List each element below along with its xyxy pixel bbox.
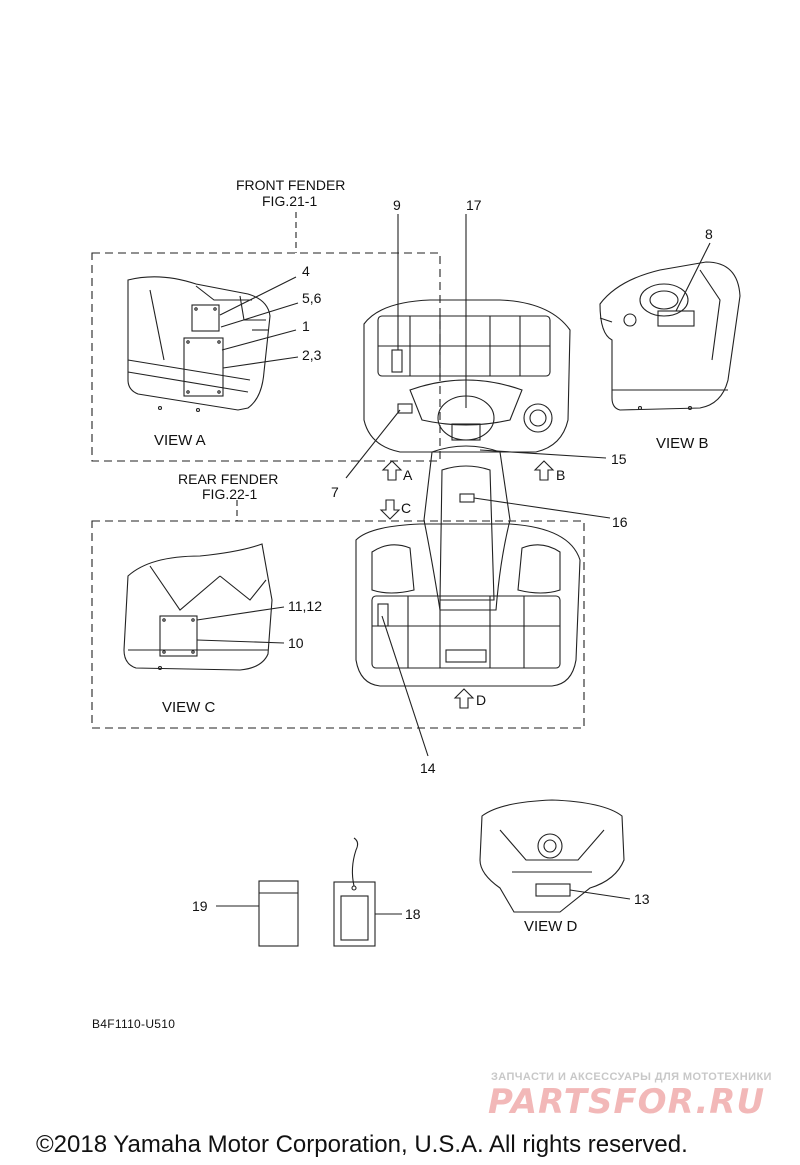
callout-14[interactable]: 14 xyxy=(420,760,436,776)
arrow-d-letter: D xyxy=(476,692,487,708)
arrow-b-letter: B xyxy=(556,467,566,483)
callout-4[interactable]: 4 xyxy=(302,263,310,279)
callout-10[interactable]: 10 xyxy=(288,635,304,651)
view-c-fender xyxy=(123,543,273,671)
rear-fender-fig-link[interactable]: FIG.22-1 xyxy=(202,486,258,502)
callout-5-6[interactable]: 5,6 xyxy=(302,290,322,306)
diagram-code: B4F1110-U510 xyxy=(92,1017,176,1031)
callout-9[interactable]: 9 xyxy=(393,197,401,213)
front-fender-title: FRONT FENDER xyxy=(236,177,346,193)
arrow-a-icon xyxy=(381,460,403,481)
arrow-b-icon xyxy=(533,460,555,481)
rear-fender-title: REAR FENDER xyxy=(178,471,279,487)
part-18-tag xyxy=(333,837,376,947)
callout-2-3[interactable]: 2,3 xyxy=(302,347,322,363)
arrow-d-icon xyxy=(453,688,475,709)
arrow-c-letter: C xyxy=(401,500,412,516)
callout-19[interactable]: 19 xyxy=(192,898,208,914)
watermark-brand: PARTSFOR.RU xyxy=(488,1082,766,1122)
callout-8[interactable]: 8 xyxy=(705,226,713,242)
arrow-a-letter: A xyxy=(403,467,413,483)
view-b-label: VIEW B xyxy=(656,435,709,452)
atv-front-body xyxy=(363,299,571,453)
view-c-label: VIEW C xyxy=(162,699,216,716)
part-19-label-sheet xyxy=(258,880,299,947)
view-c-frame xyxy=(91,520,585,729)
view-d-label: VIEW D xyxy=(524,918,578,935)
callout-1[interactable]: 1 xyxy=(302,318,310,334)
view-a-fender xyxy=(127,276,271,413)
callout-11-12[interactable]: 11,12 xyxy=(288,598,322,614)
callout-7[interactable]: 7 xyxy=(331,484,339,500)
callout-18[interactable]: 18 xyxy=(405,906,421,922)
watermark-tagline: ЗАПЧАСТИ И АКСЕССУАРЫ ДЛЯ МОТОТЕХНИКИ xyxy=(491,1071,772,1083)
callout-13[interactable]: 13 xyxy=(634,891,650,907)
view-a-label: VIEW A xyxy=(154,432,206,449)
front-fender-fig-link[interactable]: FIG.21-1 xyxy=(262,193,318,209)
view-b-fender xyxy=(599,261,741,411)
callout-15[interactable]: 15 xyxy=(611,451,627,467)
atv-center-seat xyxy=(423,445,511,611)
callout-17[interactable]: 17 xyxy=(466,197,482,213)
view-a-frame xyxy=(91,252,441,462)
copyright-notice: ©2018 Yamaha Motor Corporation, U.S.A. A… xyxy=(36,1131,688,1158)
callout-16[interactable]: 16 xyxy=(612,514,628,530)
atv-rear-body xyxy=(355,523,581,687)
arrow-c-icon xyxy=(379,499,401,520)
